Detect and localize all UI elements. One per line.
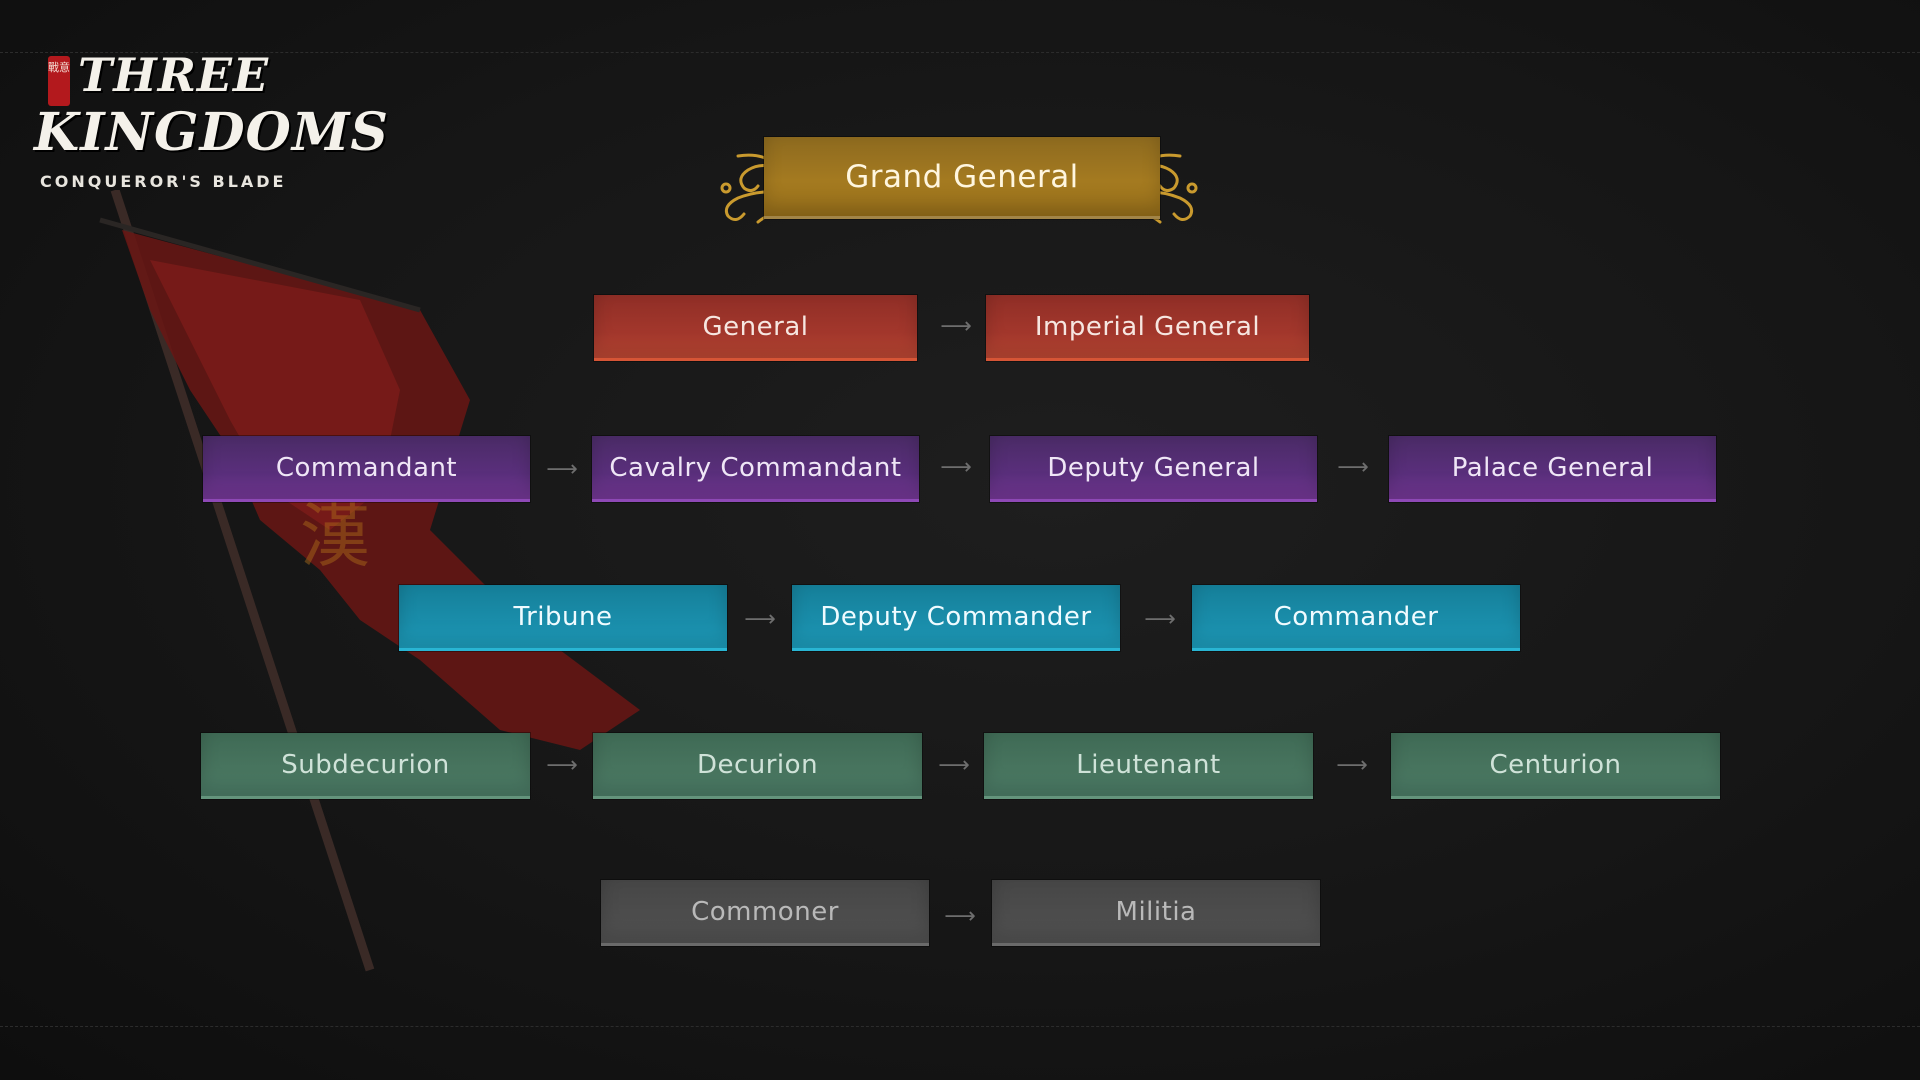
rank-militia: Militia	[992, 880, 1320, 946]
arrow-right-icon: ⟶	[1144, 607, 1176, 632]
rank-lieutenant: Lieutenant	[984, 733, 1313, 799]
rank-commoner: Commoner	[601, 880, 929, 946]
game-logo: 戰意 THREE KINGDOMS CONQUEROR'S BLADE	[34, 48, 388, 198]
rank-palace-general: Palace General	[1389, 436, 1716, 502]
arrow-right-icon: ⟶	[940, 314, 972, 339]
arrow-right-icon: ⟶	[944, 904, 976, 929]
rank-deputy-general: Deputy General	[990, 436, 1317, 502]
rank-tribune: Tribune	[399, 585, 727, 651]
rank-imperial-general: Imperial General	[986, 295, 1309, 361]
bottom-divider	[0, 1026, 1920, 1027]
svg-text:漢: 漢	[300, 495, 370, 577]
logo-title-line1: THREE	[78, 48, 270, 102]
arrow-right-icon: ⟶	[1336, 753, 1368, 778]
rank-centurion: Centurion	[1391, 733, 1720, 799]
logo-seal: 戰意	[48, 56, 70, 106]
arrow-right-icon: ⟶	[940, 455, 972, 480]
rank-decurion: Decurion	[593, 733, 922, 799]
rank-deputy-commander: Deputy Commander	[792, 585, 1120, 651]
logo-title-line2: KINGDOMS	[34, 102, 389, 163]
rank-commander: Commander	[1192, 585, 1520, 651]
rank-general: General	[594, 295, 917, 361]
arrow-right-icon: ⟶	[938, 753, 970, 778]
arrow-right-icon: ⟶	[1337, 455, 1369, 480]
arrow-right-icon: ⟶	[744, 607, 776, 632]
arrow-right-icon: ⟶	[546, 457, 578, 482]
rank-commandant: Commandant	[203, 436, 530, 502]
rank-cavalry-commandant: Cavalry Commandant	[592, 436, 919, 502]
rank-subdecurion: Subdecurion	[201, 733, 530, 799]
top-divider	[0, 52, 1920, 53]
logo-subtitle: CONQUEROR'S BLADE	[40, 172, 287, 191]
rank-grand-general: Grand General	[764, 137, 1160, 219]
arrow-right-icon: ⟶	[546, 753, 578, 778]
